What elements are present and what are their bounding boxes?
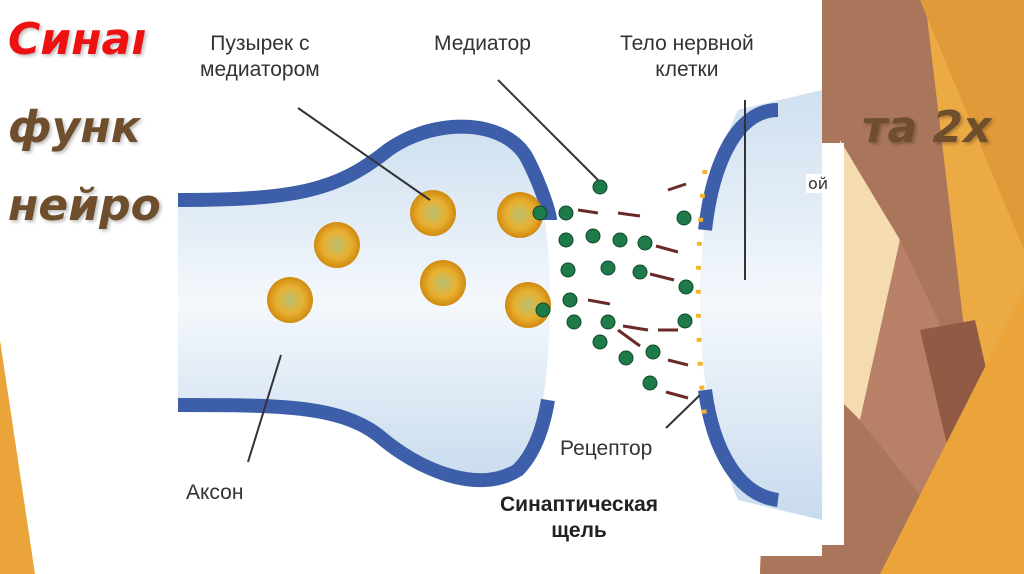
mediator-molecule	[645, 344, 661, 360]
background-orange-bottom	[880, 290, 1024, 574]
mediator-molecule	[600, 260, 616, 276]
mediator-molecules	[532, 179, 694, 391]
mediator-molecule	[532, 205, 548, 221]
image-edge-text: ой	[806, 174, 831, 193]
mediator-molecule	[637, 235, 653, 251]
mediator-molecule	[600, 314, 616, 330]
axon-body	[178, 126, 550, 483]
label-cell-body-line1: Тело нервной	[620, 32, 754, 55]
vesicle	[420, 260, 466, 306]
mediator-molecule	[677, 313, 693, 329]
mediator-molecule	[592, 334, 608, 350]
mediator-molecule	[676, 210, 692, 226]
synapse-diagram: Пузырек с медиатором Медиатор Тело нервн…	[177, 0, 822, 556]
mediator-molecule	[592, 179, 608, 195]
label-cleft-line2: щель	[551, 519, 607, 542]
title-line-2-end: та 2х	[862, 102, 992, 153]
vesicles	[267, 190, 551, 328]
title-line-3: нейро	[8, 180, 161, 231]
mediator-molecule	[558, 232, 574, 248]
left-accent-wedge	[0, 340, 35, 574]
mediator-molecule	[618, 350, 634, 366]
vesicle	[410, 190, 456, 236]
cell-membrane-bottom	[698, 389, 780, 507]
axon-membrane-top	[177, 119, 557, 221]
background-cream	[840, 140, 900, 420]
mediator-molecule	[558, 205, 574, 221]
label-vesicle-line2: медиатором	[200, 58, 320, 81]
mediator-molecule	[585, 228, 601, 244]
mediator-molecule	[562, 292, 578, 308]
vesicle	[314, 222, 360, 268]
label-vesicle-line1: Пузырек с	[210, 32, 310, 55]
mediator-molecule	[560, 262, 576, 278]
mediator-molecule	[678, 279, 694, 295]
mediator-molecule	[642, 375, 658, 391]
mediator-molecule	[535, 302, 551, 318]
label-receptor: Рецептор	[560, 437, 653, 460]
diffusion-arrows	[577, 182, 689, 400]
mediator-molecule	[566, 314, 582, 330]
title-line-2: функ	[8, 102, 141, 153]
cell-membrane-top	[698, 103, 779, 231]
mediator-molecule	[632, 264, 648, 280]
mediator-molecule	[612, 232, 628, 248]
label-synaptic-cleft: Синаптическая щель	[500, 492, 658, 544]
leader-lines	[247, 79, 746, 463]
label-axon: Аксон	[186, 481, 244, 504]
label-vesicle: Пузырек с медиатором	[200, 31, 320, 83]
nerve-cell-body	[700, 90, 822, 520]
label-cell-body: Тело нервной клетки	[620, 31, 754, 83]
background-orange-top	[920, 0, 1024, 250]
receptors	[695, 169, 708, 421]
synapse-illustration	[177, 79, 822, 520]
vesicle	[497, 192, 543, 238]
title-line-1: Синаı	[8, 14, 147, 65]
label-cell-body-line2: клетки	[655, 58, 719, 81]
label-cleft-line1: Синаптическая	[500, 493, 659, 516]
vesicle	[267, 277, 313, 323]
label-mediator: Медиатор	[434, 32, 531, 55]
axon-membrane-bottom	[177, 398, 555, 488]
